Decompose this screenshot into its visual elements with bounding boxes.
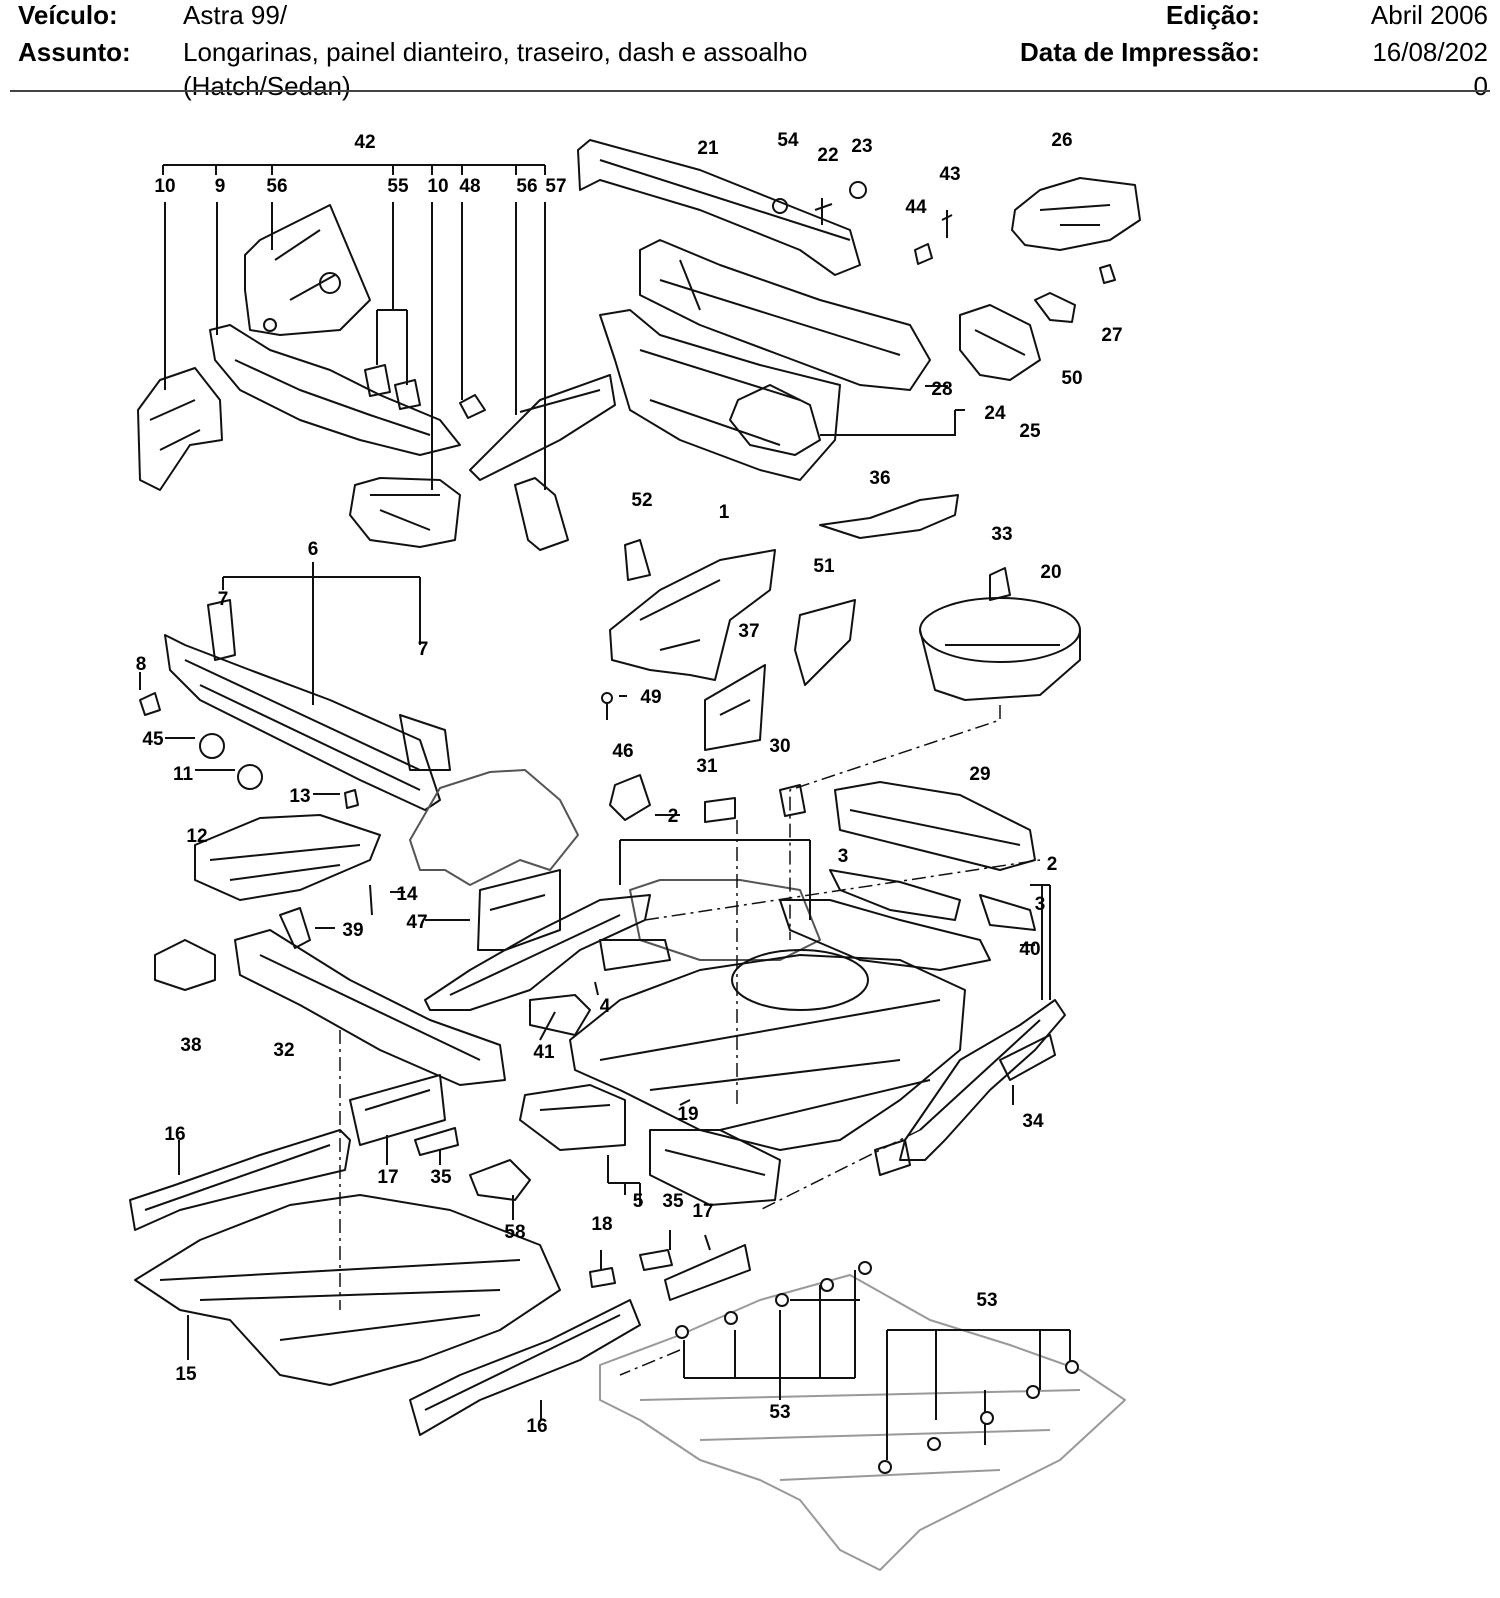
callout-number: 39 — [342, 920, 363, 941]
callout-number: 11 — [173, 764, 194, 785]
callout-number: 55 — [387, 176, 409, 197]
callout-number: 42 — [354, 132, 375, 153]
callout-number: 21 — [697, 138, 719, 159]
subject-label: Assunto: — [18, 37, 131, 67]
callout-number: 27 — [1101, 325, 1122, 346]
print-date-line-1: 16/08/202 — [1372, 37, 1488, 67]
callout-number: 40 — [1019, 939, 1040, 960]
print-date-label: Data de Impressão: — [1020, 37, 1260, 67]
callout-number: 30 — [769, 736, 790, 757]
callout-number: 56 — [516, 176, 537, 197]
print-date-line-2: 0 — [1473, 71, 1488, 101]
callout-number: 4 — [600, 996, 611, 1017]
callout-number: 7 — [418, 639, 429, 660]
callout-number: 41 — [533, 1042, 555, 1063]
leader-lines — [139, 164, 1071, 1460]
vehicle-value: Astra 99/ — [183, 0, 288, 30]
vehicle-label: Veículo: — [18, 0, 118, 30]
callout-number: 50 — [1061, 368, 1082, 389]
callout-number: 10 — [154, 176, 175, 197]
callout-number: 25 — [1019, 421, 1041, 442]
callout-number: 13 — [289, 786, 310, 807]
callout-number: 51 — [813, 556, 835, 577]
callout-number: 46 — [612, 741, 633, 762]
callout-number: 33 — [991, 524, 1012, 545]
callout-number: 9 — [215, 176, 226, 197]
callout-number: 14 — [396, 884, 418, 905]
callout-number: 2 — [668, 806, 679, 827]
callout-number: 7 — [218, 589, 229, 610]
callout-number: 3 — [838, 846, 849, 867]
callout-number: 1 — [719, 502, 730, 523]
callout-number: 16 — [164, 1124, 185, 1145]
callout-number: 53 — [769, 1402, 790, 1423]
callout-number: 6 — [308, 539, 319, 560]
callout-number: 37 — [738, 621, 759, 642]
part-drawings — [129, 139, 1141, 1571]
phantom-lines — [339, 705, 1041, 1376]
callout-number: 28 — [931, 379, 952, 400]
callout-number: 16 — [526, 1416, 547, 1437]
subject-line-1: Longarinas, painel dianteiro, traseiro, … — [183, 37, 808, 67]
callout-number: 54 — [777, 130, 799, 151]
callout-number: 48 — [459, 176, 480, 197]
callout-number: 17 — [377, 1167, 398, 1188]
callout-number: 57 — [545, 176, 566, 197]
callout-number: 43 — [939, 164, 960, 185]
callout-number: 24 — [984, 403, 1006, 424]
subject-line-2: (Hatch/Sedan) — [183, 71, 351, 101]
callout-number: 32 — [273, 1040, 294, 1061]
exploded-parts-diagram: 4210956551048565721542223444326275028242… — [129, 130, 1141, 1571]
edition-value: Abril 2006 — [1370, 0, 1488, 30]
callout-number: 15 — [175, 1364, 197, 1385]
callout-number: 10 — [427, 176, 448, 197]
callout-number: 18 — [591, 1214, 612, 1235]
callout-number: 35 — [430, 1167, 452, 1188]
callout-number: 3 — [1035, 894, 1046, 915]
callout-number: 8 — [136, 654, 147, 675]
callout-number: 38 — [180, 1035, 201, 1056]
callout-number: 44 — [905, 197, 927, 218]
callout-number: 35 — [662, 1191, 684, 1212]
callout-number: 53 — [976, 1290, 997, 1311]
callout-number: 19 — [677, 1104, 698, 1125]
callout-number: 34 — [1022, 1111, 1044, 1132]
bolt-fasteners — [675, 1261, 1079, 1474]
callout-number: 2 — [1047, 854, 1058, 875]
callout-number: 45 — [142, 729, 164, 750]
callout-number: 26 — [1051, 130, 1072, 151]
callout-number: 22 — [817, 145, 838, 166]
callout-number: 47 — [406, 912, 427, 933]
callout-number: 17 — [692, 1201, 713, 1222]
callout-number: 20 — [1040, 562, 1061, 583]
callout-number: 31 — [696, 756, 718, 777]
callout-number: 58 — [504, 1222, 525, 1243]
callout-number: 36 — [869, 468, 890, 489]
callout-number: 12 — [186, 826, 207, 847]
edition-label: Edição: — [1166, 0, 1260, 30]
callout-number: 5 — [633, 1191, 644, 1212]
callout-number: 56 — [266, 176, 287, 197]
callout-number: 29 — [969, 764, 990, 785]
callout-number: 23 — [851, 136, 872, 157]
callout-number: 49 — [640, 687, 661, 708]
document-header: Veículo: Astra 99/ Assunto: Longarinas, … — [0, 0, 1500, 101]
header-divider — [10, 90, 1490, 92]
callout-number: 52 — [631, 490, 652, 511]
